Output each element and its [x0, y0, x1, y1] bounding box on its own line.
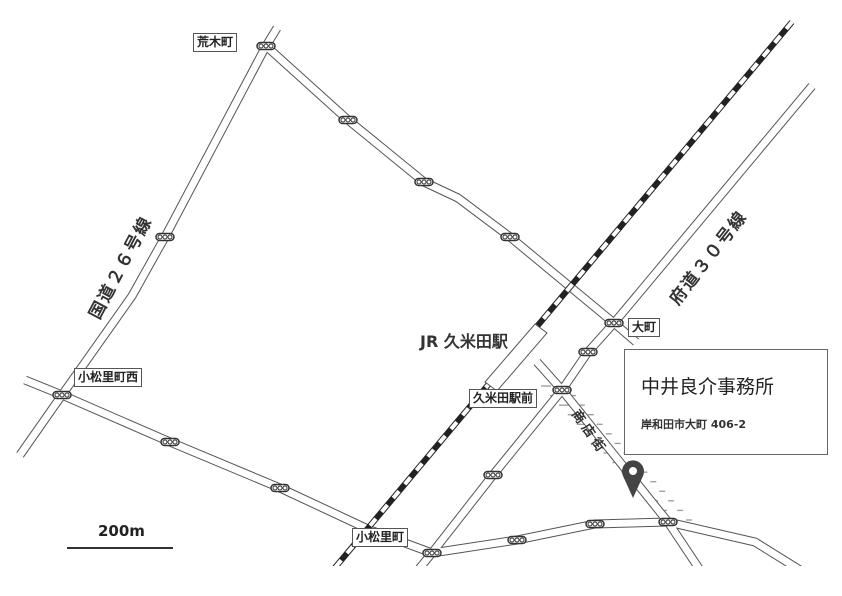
traffic-signal-icon: [507, 535, 527, 545]
intersection-label-omachi: 大町: [628, 318, 661, 337]
intersection-label-kumeda-ekimae: 久米田駅前: [469, 389, 538, 408]
intersection-label-komatsuri: 小松里町: [352, 528, 409, 547]
traffic-signal-icon: [414, 177, 434, 187]
roads: [16, 25, 816, 566]
traffic-signal-icon: [338, 115, 358, 125]
intersection-label-komatsuri-nishi: 小松里町西: [74, 368, 143, 387]
traffic-signal-icon: [658, 517, 678, 527]
office-info-box: 中井良介事務所 岸和田市大町 406-2: [624, 349, 828, 455]
traffic-signal-icon: [160, 437, 180, 447]
traffic-signal-icon: [270, 483, 290, 493]
scale-bar: [67, 547, 173, 549]
intersection-label-araki: 荒木町: [193, 33, 238, 52]
scale-label: 200m: [98, 522, 145, 540]
traffic-signal-icon: [155, 232, 175, 242]
traffic-signal-icon: [52, 390, 72, 400]
traffic-signal-icon: [422, 548, 442, 558]
traffic-signal-icon: [578, 347, 598, 357]
traffic-signal-icon: [552, 385, 572, 395]
traffic-signal-icon: [256, 41, 276, 51]
office-address: 岸和田市大町 406-2: [641, 418, 747, 431]
traffic-signal-icon: [604, 318, 624, 328]
station-label: JR 久米田駅: [420, 332, 508, 351]
traffic-signal-icon: [585, 519, 605, 529]
jr-rail-dash: [333, 20, 794, 566]
shopping-street-road-fill: [534, 359, 702, 566]
traffic-signal-icon: [500, 232, 520, 242]
traffic-signal-icon: [483, 470, 503, 480]
map-pin-icon: [621, 460, 644, 498]
office-name: 中井良介事務所: [641, 376, 775, 398]
